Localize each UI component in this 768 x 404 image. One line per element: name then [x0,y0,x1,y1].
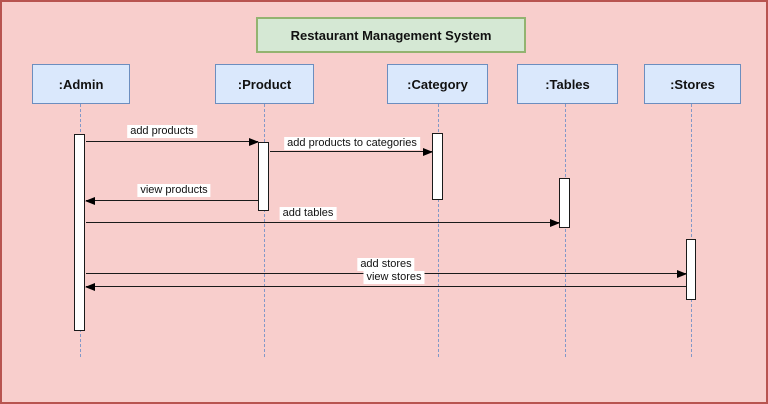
message-add-products [86,138,259,146]
lifeline-product [264,104,265,357]
arrowhead-right-icon [423,148,433,156]
lifeline-stores [691,104,692,357]
actor-box-product: :Product [215,64,314,104]
actor-box-category: :Category [387,64,488,104]
arrowhead-left-icon [85,283,95,291]
actor-label-category: :Category [407,76,468,92]
message-add-products-to-categories [270,148,433,156]
diagram-title: Restaurant Management System [256,17,526,53]
activation-bar-admin [74,134,85,331]
lifeline-category [438,104,439,357]
diagram-title-label: Restaurant Management System [290,27,492,43]
activation-bar-product [258,142,269,211]
arrowhead-right-icon [677,270,687,278]
arrowhead-left-icon [85,197,95,205]
activation-bar-tables [559,178,570,228]
message-label-view-products: view products [137,184,211,197]
actor-label-stores: :Stores [670,76,715,92]
message-label-add-stores: add stores [357,258,415,271]
actor-label-tables: :Tables [545,76,590,92]
message-view-stores [85,283,686,291]
arrowhead-right-icon [550,219,560,227]
actor-box-tables: :Tables [517,64,618,104]
activation-bar-stores [686,239,696,300]
message-view-products [85,197,258,205]
message-label-add-products-to-categories: add products to categories [284,137,420,150]
actor-box-stores: :Stores [644,64,741,104]
actor-label-product: :Product [237,76,292,92]
message-label-add-tables: add tables [279,207,337,220]
actor-box-admin: :Admin [32,64,130,104]
message-label-view-stores: view stores [363,271,425,284]
actor-label-admin: :Admin [58,76,104,92]
lifeline-tables [565,104,566,357]
message-add-tables [86,219,560,227]
arrowhead-right-icon [249,138,259,146]
message-label-add-products: add products [127,125,197,138]
activation-bar-category [432,133,443,200]
